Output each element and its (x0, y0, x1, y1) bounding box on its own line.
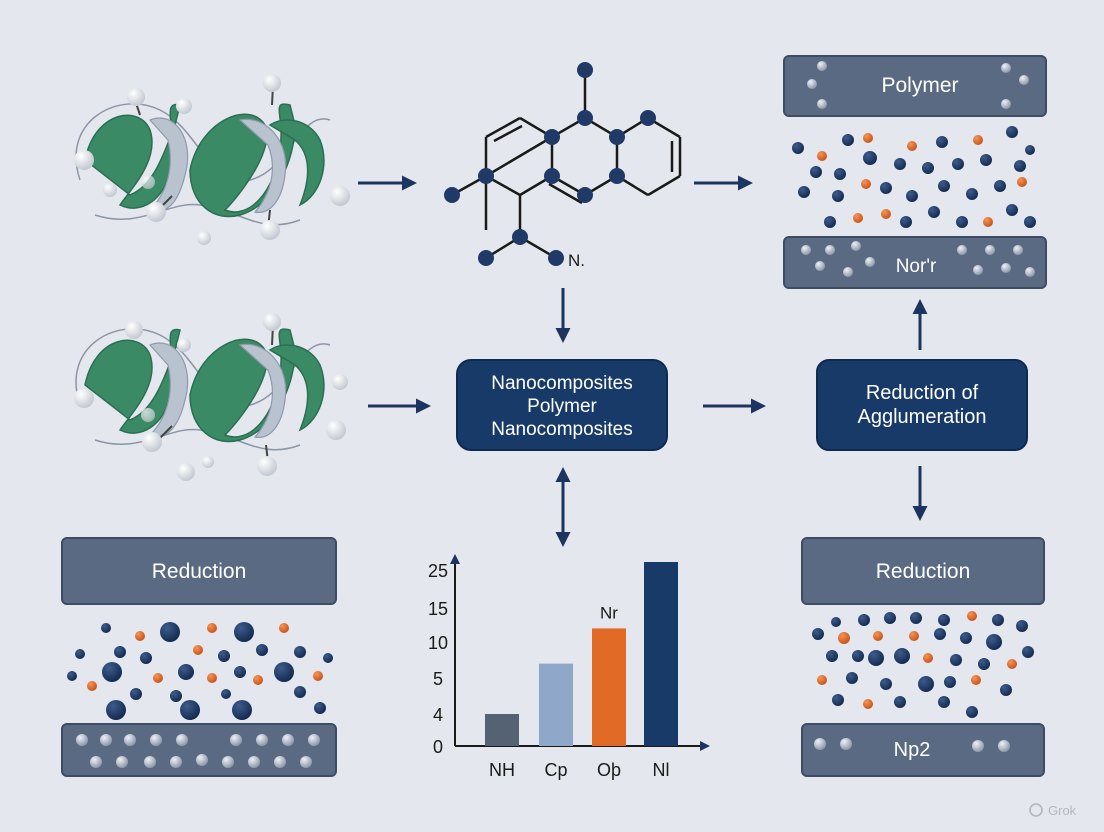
protein-helix-middle (74, 313, 348, 481)
nanocomposites-panel: Nanocomposites Polymer Nanocomposites (456, 359, 668, 451)
silver-bead-tray-left (61, 723, 337, 777)
y-tick-label: 25 (428, 561, 448, 581)
molecule-atom-label: N. (568, 251, 585, 270)
watermark-icon (1029, 803, 1043, 817)
bar-annotation-label: Nr (600, 603, 618, 622)
norr-label: Nor'r (896, 256, 937, 277)
nanocomposites-line-2: Polymer (527, 396, 597, 417)
bar-4 (644, 562, 678, 746)
bar-2 (539, 663, 573, 746)
reduction-of-line-1: Reduction of (866, 382, 979, 404)
y-tick-label: 15 (428, 599, 448, 619)
x-tick-layer: NH Cp Oþ Nl (489, 760, 670, 780)
x-tick-label: NH (489, 760, 515, 780)
y-tick-label: 4 (433, 705, 443, 725)
reduction-of-agglumeration-panel: Reduction of Agglumeration (816, 359, 1028, 451)
x-tick-label: Cp (544, 760, 567, 780)
reduction-right-label: Reduction (876, 560, 971, 583)
particle-cloud-bottom-right (812, 611, 1034, 718)
polymer-panel: Polymer (783, 55, 1047, 117)
bar-chart: 0 4 5 10 15 25 NH Cp Oþ Nl Nr (428, 554, 710, 780)
protein-helix-top (74, 74, 350, 245)
reduction-panel-left: Reduction (61, 537, 337, 605)
bar-1 (485, 714, 519, 746)
annotation-layer: Nr (600, 603, 618, 622)
y-tick-label: 5 (433, 669, 443, 689)
flow-arrows (358, 175, 928, 547)
bar-3 (592, 628, 626, 746)
y-tick-label: 10 (428, 633, 448, 653)
watermark: Grok (1029, 803, 1077, 818)
reduction-of-line-2: Agglumeration (858, 406, 987, 428)
norr-panel: Nor'r (783, 236, 1047, 289)
particle-cloud-top-right (792, 126, 1036, 228)
reduction-panel-right: Reduction (801, 537, 1045, 605)
np2-panel: Np2 (801, 723, 1045, 777)
x-tick-label: Nl (653, 760, 670, 780)
x-tick-label: Oþ (597, 760, 621, 780)
y-tick-label: 0 (433, 737, 443, 757)
bar-layer (485, 562, 678, 746)
np2-label: Np2 (894, 739, 931, 761)
molecule-structure: N. (444, 62, 682, 270)
y-tick-layer: 0 4 5 10 15 25 (428, 561, 448, 757)
watermark-label: Grok (1048, 803, 1077, 818)
particle-cloud-bottom-left (67, 622, 333, 720)
nanocomposites-line-1: Nanocomposites (491, 373, 633, 394)
nanocomposites-line-3: Nanocomposites (491, 419, 633, 440)
polymer-label: Polymer (881, 74, 958, 97)
reduction-left-label: Reduction (152, 560, 247, 583)
